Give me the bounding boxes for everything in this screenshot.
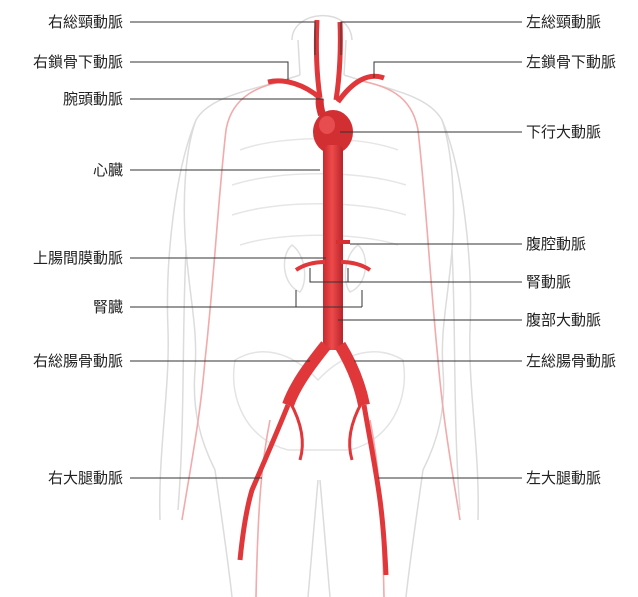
label-kidney: 腎臓 [93,298,123,316]
heart-highlight [319,116,335,134]
label-superior-mesenteric: 上腸間膜動脈 [33,249,123,267]
label-left-common-carotid: 左総頸動脈 [526,13,601,31]
leader-left-common-carotid [341,22,522,55]
arterial-tree [240,20,386,575]
label-right-femoral: 右大腿動脈 [48,469,123,487]
label-descending-aorta: 下行大動脈 [526,123,601,141]
label-left-subclavian: 左鎖骨下動脈 [526,53,616,71]
right-femoral-vessel [240,405,288,560]
right-common-carotid-vessel [316,20,320,98]
leg-outline [215,470,423,597]
left-common-carotid-vessel [336,22,340,100]
left-internal-iliac [350,402,362,460]
label-brachiocephalic: 腕頭動脈 [63,90,123,108]
label-right-common-carotid: 右総頸動脈 [48,13,123,31]
brachiocephalic-vessel [320,98,322,115]
left-subclavian-vessel [338,76,384,102]
peripheral-arteries [182,80,460,597]
pelvis-outline [234,352,405,450]
leader-right-subclavian [130,62,288,80]
label-left-common-iliac: 左総腸骨動脈 [526,352,616,370]
label-celiac: 腹腔動脈 [526,235,586,253]
label-left-femoral: 左大腿動脈 [526,469,601,487]
right-arm-artery [182,80,290,520]
left-arm-outline [160,120,196,520]
label-heart: 心臓 [93,161,123,179]
right-leg-artery [256,420,270,597]
label-right-subclavian: 右鎖骨下動脈 [33,53,123,71]
right-common-iliac-vessel [288,345,326,405]
leader-right-common-carotid [130,22,315,55]
label-renal-artery: 腎動脈 [526,273,571,291]
leader-left-subclavian [374,62,522,78]
label-right-common-iliac: 右総腸骨動脈 [33,352,123,370]
right-internal-iliac [290,402,302,460]
ribcage-outline [232,139,406,245]
left-femoral-vessel [364,405,386,575]
label-abdominal-aorta: 腹部大動脈 [526,311,601,329]
head-outline [292,16,352,40]
descending-aorta-vessel [323,145,343,350]
